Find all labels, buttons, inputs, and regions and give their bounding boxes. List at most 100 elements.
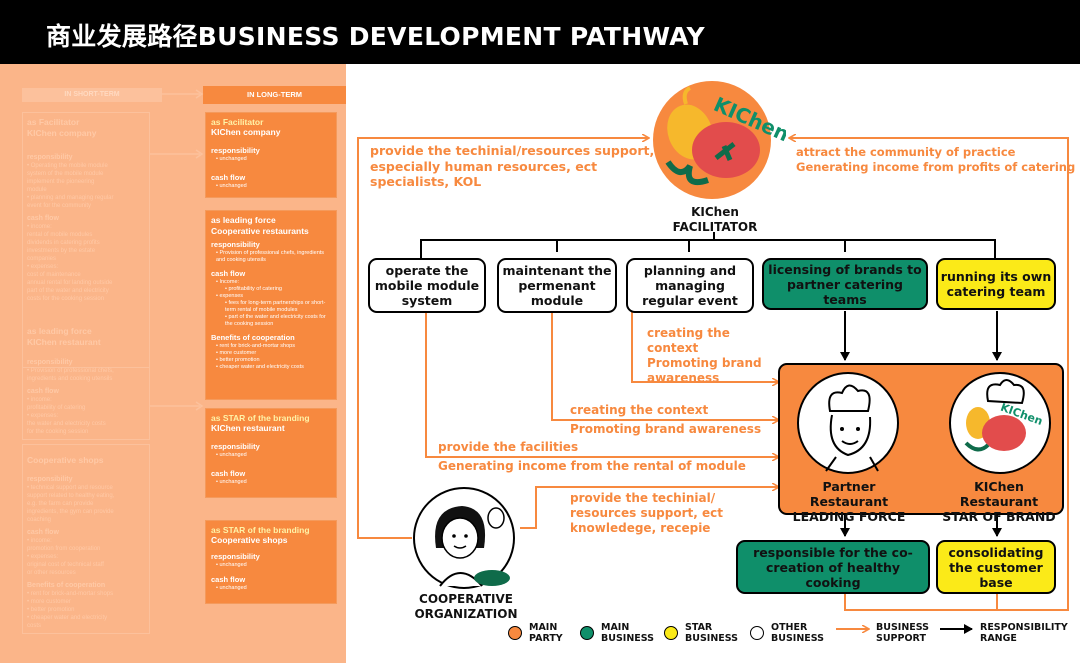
legend-dot-orange [508,626,522,640]
kichen-logo-icon: KIChen [653,81,786,199]
responsibility-item: • unchanged [216,156,247,162]
ghost-line: implement the pioneering [27,179,95,185]
ghost-line: • expenses: [27,413,59,419]
ghost-line: Benefits of cooperation [27,582,106,589]
ghost-line: • better promotion [27,607,75,613]
box-maintain-permanent-module: maintenant the permenant module [497,258,617,313]
restaurants-box: KIChen Partner Restaurant LEADING FORCE … [778,363,1064,524]
ghost-line: • income: [27,224,52,230]
box-planning-regular-event: planning and managing regular event [626,258,754,313]
expenses-label: • expenses [216,293,244,299]
role-label: as leading force [211,215,276,225]
box-co-creation: responsible for the co-creation of healt… [736,540,930,594]
ghost-line: responsibility [27,359,73,366]
ghost-line: companies [27,256,57,262]
short-term-box-kichen-company: as Facilitator KIChen company responsibi… [22,112,150,368]
income-label: • Income: [216,279,240,285]
cashflow-heading: cash flow [211,173,246,182]
ghost-arrows [150,149,204,411]
role-label: as STAR of the branding [211,525,310,535]
entity-name: Cooperative shops [211,535,288,545]
ghost-lines: responsibility• technical support and re… [27,471,147,630]
entity-name: KIChen restaurant [211,423,285,433]
cooperative-organization-icon [413,487,515,589]
ghost-line: responsibility [27,476,73,483]
ghost-line: or other resources [27,570,76,576]
ghost-line: cash flow [27,215,59,222]
ghost-line: • expenses: [27,554,59,560]
ghost-line: cash flow [27,388,59,395]
responsibility-heading: responsibility [211,552,260,561]
ghost-line: cost of maintenance [27,272,81,278]
ghost-line: coaching [27,517,52,523]
responsibility-item: • Provision of professional chefs, ingre… [216,250,325,263]
support-text-top-left: provide the techinial/resources support,… [370,143,655,189]
ghost-line: event for the community [27,203,92,209]
responsibility-item: • unchanged [216,562,247,568]
role-label: as STAR of the branding [211,413,310,423]
benefit-item: • rent for brick-and-mortar shops [216,343,295,349]
star-restaurant-label: KIChen Restaurant STAR OF BRAND [942,479,1056,524]
ghost-line: • expenses: [27,264,59,270]
cooperative-organization-label: COOPERATIVE ORGANIZATION [414,592,518,621]
ghost-line: • Provision of professional chefs, [27,368,114,374]
ghost-name: Cooperative shops [27,455,104,465]
responsibility-heading: responsibility [211,442,260,451]
expense-item: • part of the water and electricity cost… [225,314,326,327]
partner-restaurant-label: Partner Restaurant LEADING FORCE [792,479,906,524]
responsibility-heading: responsibility [211,240,260,249]
ghost-line: cash flow [27,529,59,536]
cashflow-heading: cash flow [211,269,246,278]
ghost-name: KIChen company [27,128,97,138]
responsibility-heading: responsibility [211,146,260,155]
legend-dot-white [750,626,764,640]
income-item: • profitability of catering [225,286,282,292]
long-term-box-kichen-company: as Facilitator KIChen company responsibi… [205,112,337,198]
long-term-box-cooperative-shops: as STAR of the branding Cooperative shop… [205,520,337,604]
long-term-pill: IN LONG-TERM [203,86,346,104]
cashflow-heading: cash flow [211,469,246,478]
short-term-pill: IN SHORT-TERM [22,88,162,102]
ghost-line: ingredients and cooking utensils [27,376,113,382]
facilitator-label: KIChen FACILITATOR [660,205,770,235]
ghost-line: promotion from cooperation [27,546,101,552]
box-running-catering-team: running its own catering team [936,258,1056,310]
ghost-line: annual rental for landing outside [27,280,113,286]
ghost-line: • income: [27,397,52,403]
ghost-name: KIChen restaurant [27,337,101,347]
ghost-line: responsibility [27,154,73,161]
ghost-role: as Facilitator [27,117,80,127]
facilitator-role: FACILITATOR [672,220,758,234]
cashflow-item: • unchanged [216,183,247,189]
ghost-line: the water and electricity costs [27,421,106,427]
page-title: 商业发展路径BUSINESS DEVELOPMENT PATHWAY [46,22,705,51]
ghost-line: • planning and managing regular [27,195,114,201]
legend-dot-yellow [664,626,678,640]
legend-dot-green [580,626,594,640]
ghost-line: original cost of technical staff [27,562,104,568]
ghost-line: part of the water and electricity [27,288,109,294]
ghost-line: for the cooking session [27,429,89,435]
label-creating-context-2: creating the context Promoting brand awa… [570,403,762,436]
cashflow-item: • unchanged [216,479,247,485]
ghost-line: dividends in catering profits [27,240,100,246]
entity-name: KIChen company [211,127,281,137]
ghost-line: e.g. the farm can provide [27,501,94,507]
ghost-line: • rent for brick-and-mortar shops [27,591,114,597]
box-customer-base: consolidating the customer base [936,540,1056,594]
benefit-item: • cheaper water and electricity costs [216,364,304,370]
box-operate-mobile-module: operate the mobile module system [368,258,486,313]
ghost-line: system of the mobile module [27,171,104,177]
responsibility-item: • unchanged [216,452,247,458]
ghost-line: • cheaper water and electricity [27,615,108,621]
star-chef-icon: KIChen [949,372,1051,474]
chef-icon [797,372,899,474]
header-bar: 商业发展路径BUSINESS DEVELOPMENT PATHWAY [0,0,1080,64]
entity-name: Cooperative restaurants [211,226,309,236]
long-term-box-cooperative-restaurants: as leading force Cooperative restaurants… [205,210,337,400]
